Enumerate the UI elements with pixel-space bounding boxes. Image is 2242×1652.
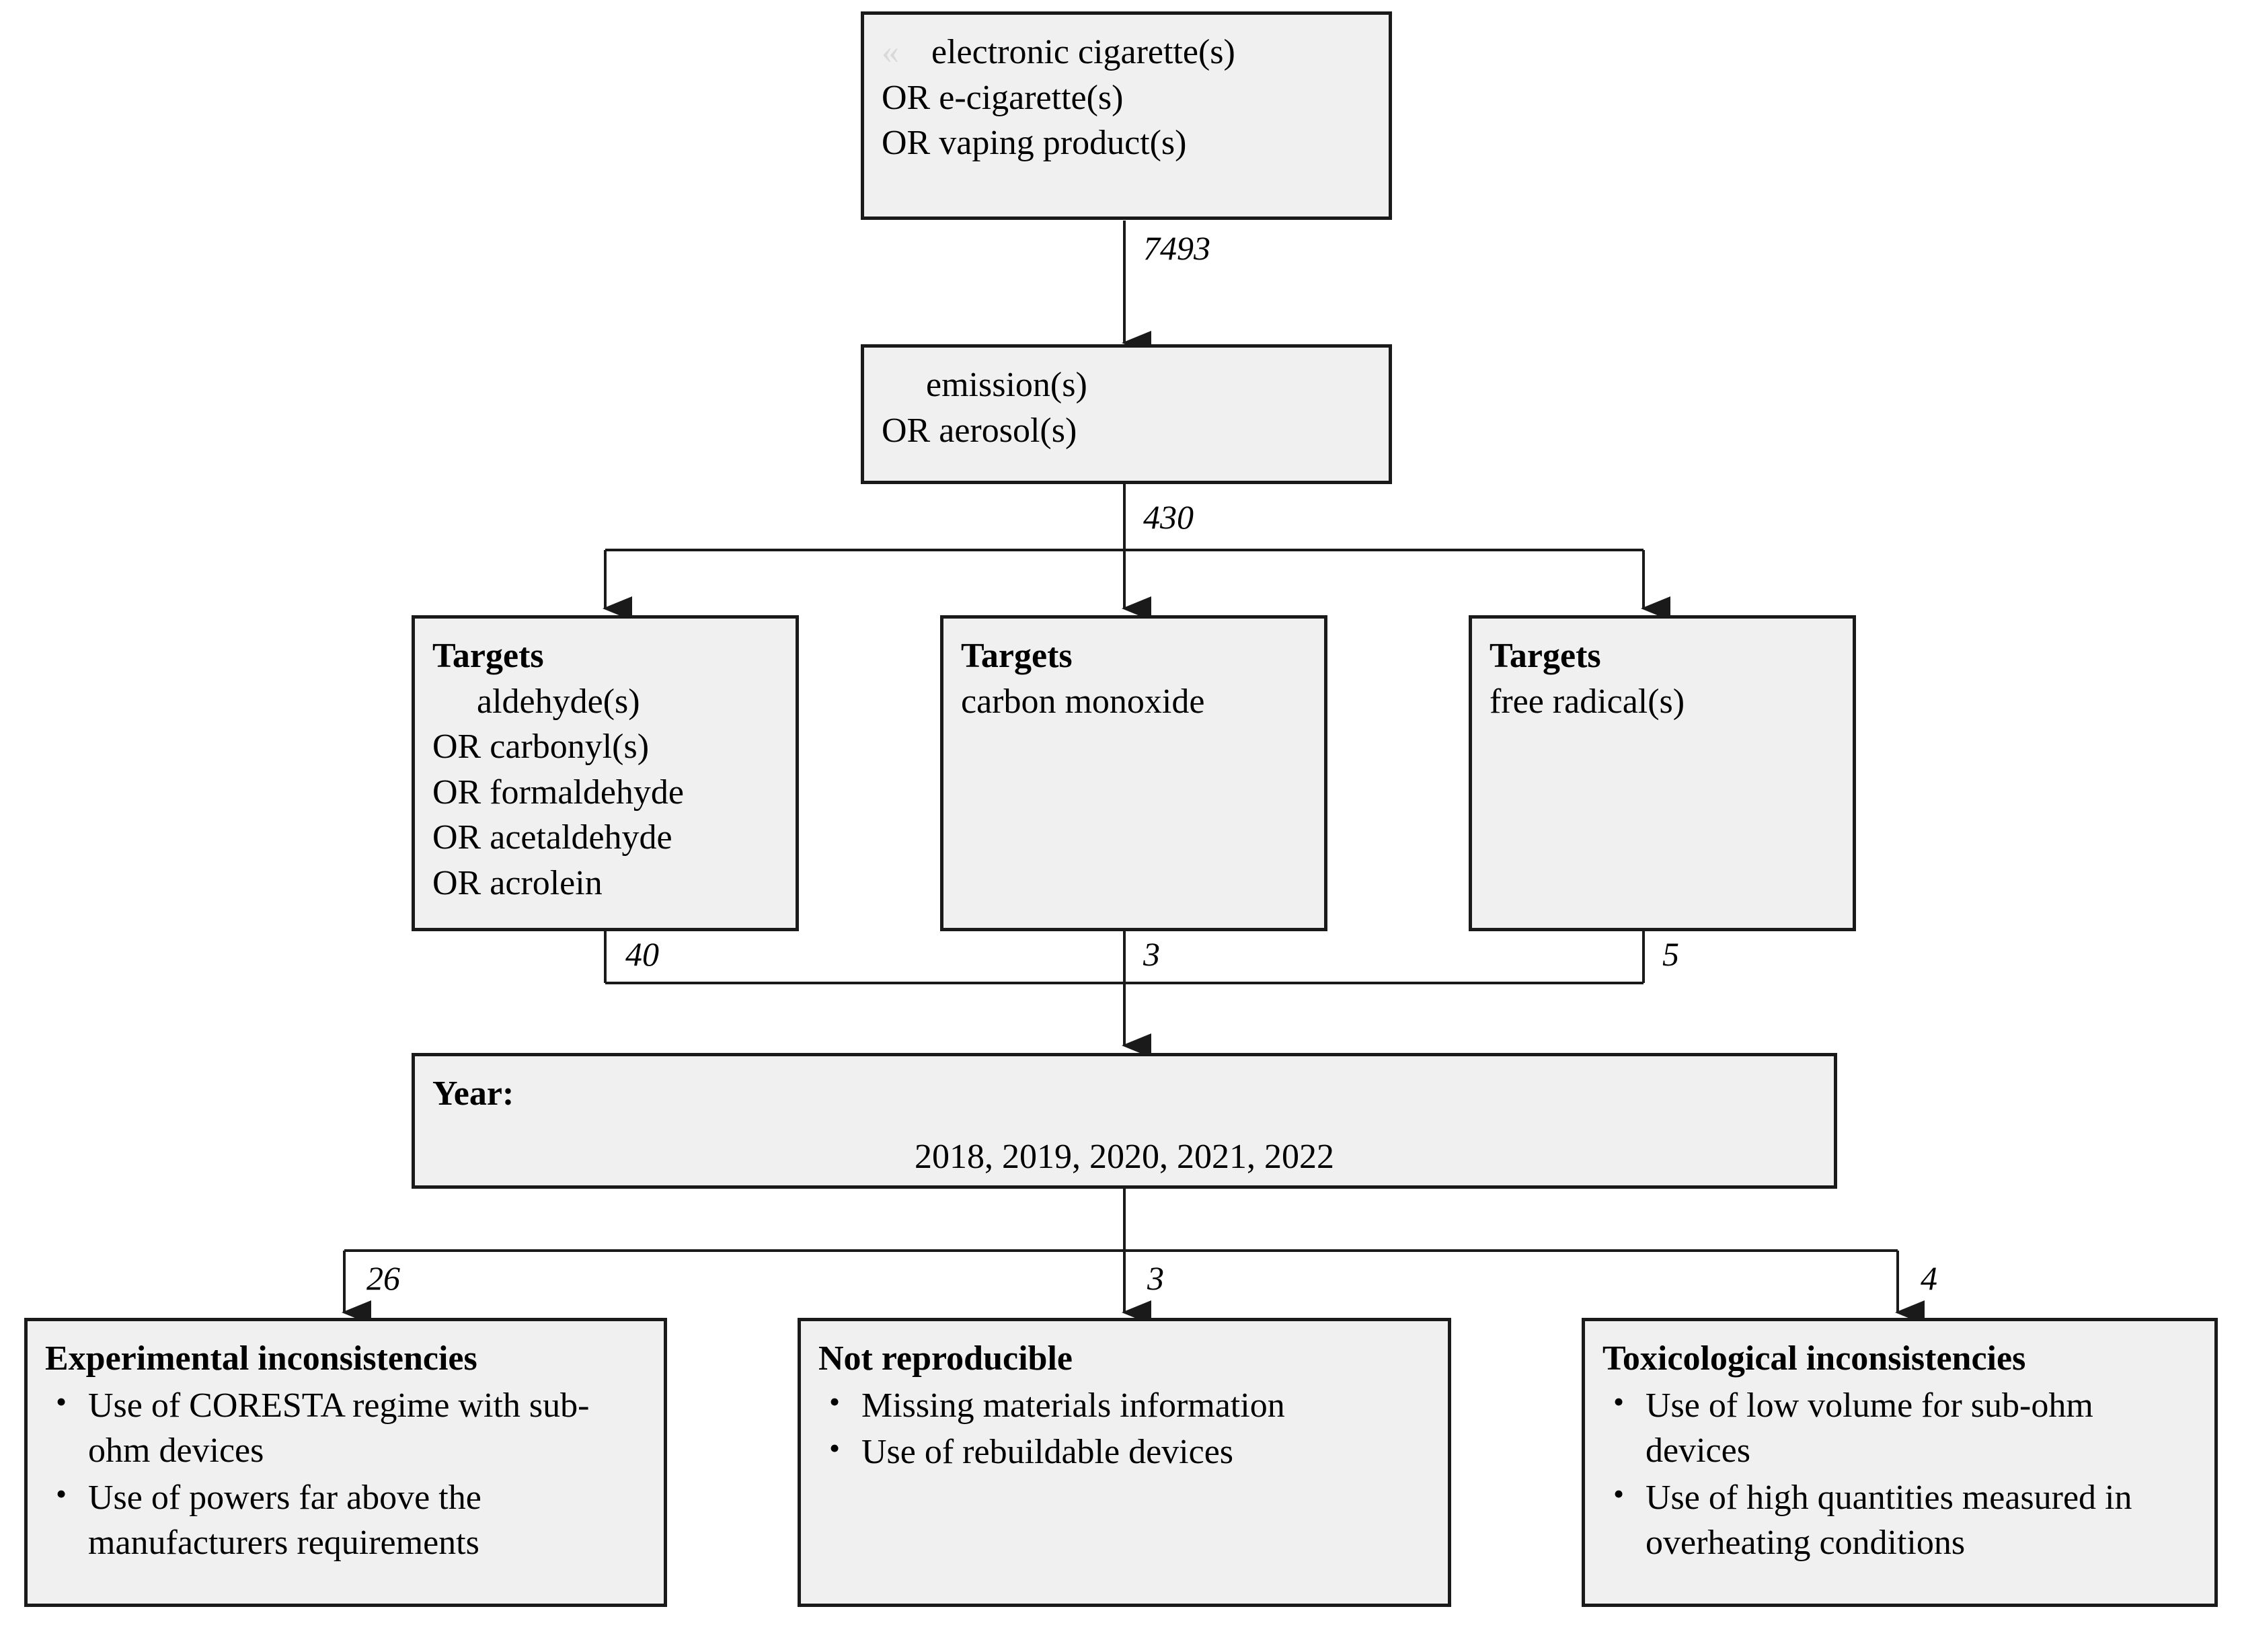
node-query-emission: emission(s) OR aerosol(s) (861, 344, 1392, 484)
targets-aldehydes-line-3: OR formaldehyde (432, 773, 685, 812)
edge-label-year-to-toxicological: 4 (1921, 1259, 1937, 1297)
targets-co-line-1: carbon monoxide (961, 682, 1205, 721)
targets-aldehydes-line-5: OR acrolein (432, 863, 603, 902)
edge-label-radicals-to-year: 5 (1662, 935, 1679, 973)
node-targets-aldehydes: Targets aldehyde(s) OR carbonyl(s) OR fo… (412, 615, 799, 931)
targets-aldehydes-line-4: OR acetaldehyde (432, 818, 672, 857)
node-experimental-inconsistencies: Experimental inconsistencies Use of CORE… (24, 1318, 667, 1607)
edge-label-year-to-experimental: 26 (366, 1259, 400, 1297)
edge-label-emission-to-targets: 430 (1143, 498, 1194, 536)
list-item: Use of powers far above the manufacturer… (45, 1474, 646, 1566)
edge-label-device-to-emission: 7493 (1143, 229, 1210, 267)
edge-label-co-to-year: 3 (1143, 935, 1160, 973)
node-query-device: «electronic cigarette(s) OR e-cigarette(… (861, 11, 1392, 220)
targets-aldehydes-line-1: aldehyde(s) (477, 682, 640, 721)
targets-radicals-title: Targets (1490, 637, 1601, 675)
edge-year-to-outcomes (342, 1189, 1925, 1325)
edge-label-aldehydes-to-year: 40 (625, 935, 659, 973)
toxicological-inconsistencies-title: Toxicological inconsistencies (1602, 1339, 2026, 1378)
edge-targets-to-year (604, 931, 1645, 1058)
node-targets-free-radicals: Targets free radical(s) (1469, 615, 1856, 931)
node-not-reproducible: Not reproducible Missing materials infor… (798, 1318, 1451, 1607)
list-item: Use of CORESTA regime with sub-ohm devic… (45, 1382, 646, 1474)
query-device-line-1: «electronic cigarette(s) (882, 33, 1235, 71)
node-targets-carbon-monoxide: Targets carbon monoxide (940, 615, 1327, 931)
targets-aldehydes-title: Targets (432, 637, 544, 675)
list-item: Use of rebuildable devices (818, 1428, 1430, 1475)
targets-co-title: Targets (961, 637, 1073, 675)
query-emission-line-2: OR aerosol(s) (882, 411, 1077, 450)
experimental-inconsistencies-title: Experimental inconsistencies (45, 1339, 477, 1378)
experimental-inconsistencies-list: Use of CORESTA regime with sub-ohm devic… (45, 1382, 646, 1566)
toxicological-inconsistencies-list: Use of low volume for sub-ohm devices Us… (1602, 1382, 2197, 1566)
query-device-line-2: OR e-cigarette(s) (882, 78, 1124, 117)
year-filter-title: Year: (432, 1074, 514, 1113)
not-reproducible-list: Missing materials information Use of reb… (818, 1382, 1430, 1475)
guillemet-icon: « (882, 33, 899, 71)
list-item: Use of low volume for sub-ohm devices (1602, 1382, 2197, 1474)
not-reproducible-title: Not reproducible (818, 1339, 1073, 1378)
edge-label-year-to-not-reproducible: 3 (1147, 1259, 1164, 1297)
query-emission-line-1: emission(s) (926, 366, 1087, 404)
year-filter-years: 2018, 2019, 2020, 2021, 2022 (915, 1137, 1334, 1176)
node-toxicological-inconsistencies: Toxicological inconsistencies Use of low… (1582, 1318, 2218, 1607)
targets-aldehydes-line-2: OR carbonyl(s) (432, 727, 650, 766)
edge-emission-to-targets (603, 483, 1670, 621)
query-device-line-3: OR vaping product(s) (882, 124, 1187, 163)
list-item: Missing materials information (818, 1382, 1430, 1429)
targets-radicals-line-1: free radical(s) (1490, 682, 1685, 721)
list-item: Use of high quantities measured in overh… (1602, 1474, 2197, 1566)
node-year-filter: Year: 2018, 2019, 2020, 2021, 2022 (412, 1053, 1837, 1189)
